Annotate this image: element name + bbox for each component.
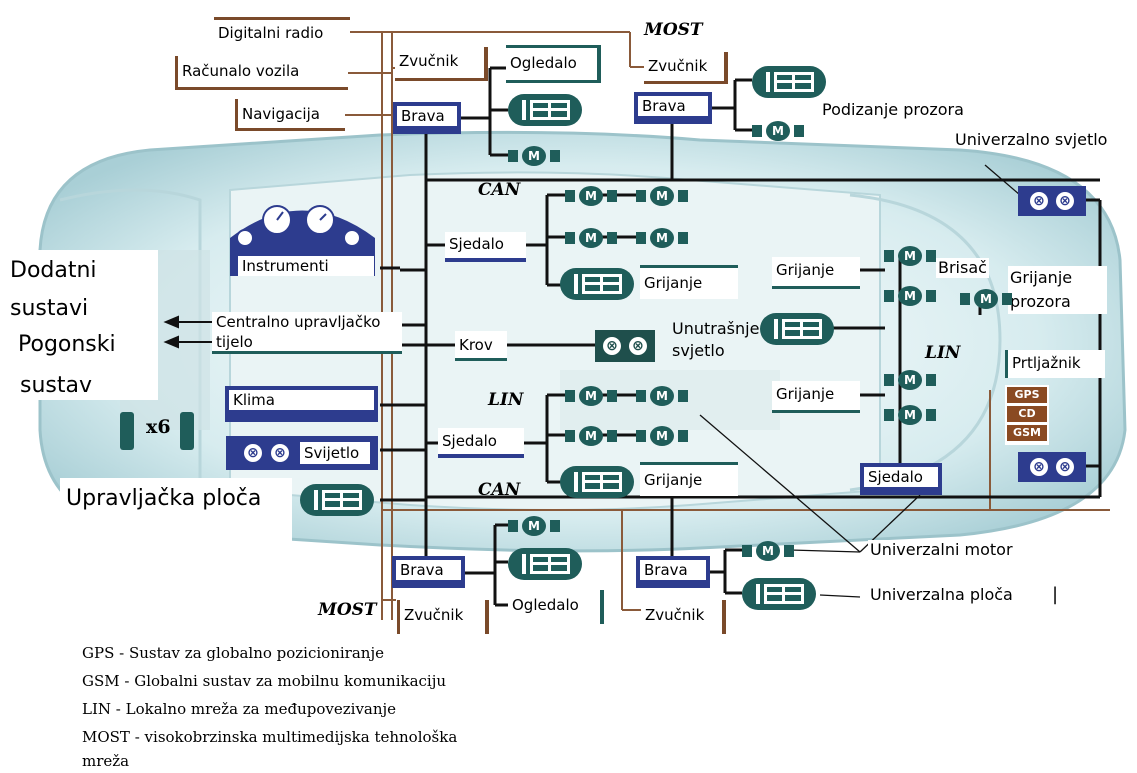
speaker-front-right-box: Zvučnik [644, 52, 728, 84]
lamp-icon: ⊗ [1056, 458, 1074, 476]
control-panel-icon [742, 578, 816, 610]
instruments-label: Instrumenti [238, 256, 374, 276]
powertrain-label: Pogonski [18, 332, 116, 357]
window-heating-label: Grijanje prozora [1008, 266, 1107, 314]
panel-label-backdrop [60, 478, 292, 548]
left-label-panel [0, 250, 158, 400]
gps-module: GPS [1007, 387, 1047, 403]
mirror-rear-box: Ogledalo [508, 590, 604, 624]
lamp-icon: ⊗ [629, 337, 647, 355]
rear-light-module [1018, 452, 1086, 482]
lamp-icon: ⊗ [1056, 192, 1074, 210]
motor-icon: M [884, 286, 936, 306]
motor-icon: M [636, 228, 688, 248]
digital-radio-box: Digitalni radio [214, 17, 350, 45]
universal-panel-label: Univerzalna ploča [868, 585, 1015, 605]
trunk-box: Prtljažnik [1005, 350, 1105, 378]
x6-label: x6 [146, 416, 171, 438]
heating-second-box: Grijanje [640, 462, 738, 496]
lock-front-left-box: Brava [393, 102, 461, 134]
legend-most-2: mreža [82, 752, 130, 770]
control-panel-icon [508, 94, 582, 126]
motor-icon: M [565, 228, 617, 248]
lock-rear-left-box: Brava [392, 556, 465, 588]
legend-gsm: GSM - Globalni sustav za mobilnu komunik… [82, 672, 447, 690]
universal-light-module [1018, 186, 1086, 216]
mirror-front-box: Ogledalo [506, 45, 601, 83]
seat-front-box: Sjedalo [445, 232, 526, 262]
motor-icon: M [636, 386, 688, 406]
legend-backdrop [0, 628, 630, 773]
universal-light-label: Univerzalno svjetlo [955, 130, 1108, 149]
injector-group [118, 408, 204, 456]
can-bus-label-top: CAN [478, 180, 521, 200]
speaker-rear-left-box: Zvučnik [397, 600, 489, 634]
motor-icon: M [636, 426, 688, 446]
climate-box: Klima [225, 386, 378, 422]
lamp-icon: ⊗ [271, 444, 289, 462]
additional-systems-label: Dodatni [10, 258, 97, 283]
wiper-label: Brisač [936, 258, 989, 278]
additional-systems-label-2: sustavi [10, 296, 89, 321]
universal-motor-label: Univerzalni motor [868, 540, 1015, 560]
window-lift-label: Podizanje prozora [822, 100, 964, 119]
heating-rear-box: Grijanje [772, 257, 860, 289]
cursor-mark: | [1052, 584, 1059, 605]
motor-icon: M [508, 516, 560, 536]
powertrain-label-2: sustav [20, 373, 92, 398]
lamp-icon: ⊗ [1030, 458, 1048, 476]
control-panel-icon [560, 466, 634, 498]
lin-bus-label-left: LIN [488, 390, 524, 410]
control-panel-icon [508, 548, 582, 580]
motor-icon: M [884, 246, 936, 266]
lamp-icon: ⊗ [244, 444, 262, 462]
control-panel-icon [760, 313, 834, 345]
navigation-box: Navigacija [235, 99, 345, 131]
control-panel-icon [752, 66, 826, 98]
lights-label: Svijetlo [300, 442, 370, 464]
most-bus-label-bottom: MOST [318, 600, 377, 620]
gsm-module: GSM [1007, 425, 1047, 441]
speaker-rear-right-box: Zvučnik [641, 600, 726, 634]
legend-lin: LIN - Lokalno mreža za međupovezivanje [82, 700, 397, 718]
speaker-front-left-box: Zvučnik [395, 47, 488, 81]
lock-rear-right-box: Brava [636, 556, 710, 588]
seat-second-box: Sjedalo [438, 428, 524, 458]
control-panel-icon [300, 484, 374, 516]
seat-rear-box: Sjedalo [860, 463, 942, 495]
central-body-control-box: Centralno upravljačko tijelo [212, 312, 402, 354]
heating-rear2-box: Grijanje [772, 381, 860, 413]
motor-icon: M [508, 146, 560, 166]
heating-front-box: Grijanje [640, 265, 738, 299]
can-bus-label-bottom: CAN [478, 480, 521, 500]
lamp-icon: ⊗ [1030, 192, 1048, 210]
legend-gps: GPS - Sustav za globalno pozicioniranje [82, 644, 384, 662]
motor-icon: M [742, 541, 794, 561]
control-panel-label: Upravljačka ploča [66, 486, 262, 511]
cd-module: CD [1007, 406, 1047, 422]
interior-light-label: Unutrašnje svjetlo [672, 319, 760, 360]
motor-icon: M [565, 386, 617, 406]
control-panel-icon [560, 268, 634, 300]
vehicle-computer-box: Računalo vozila [175, 56, 348, 90]
lamp-icon: ⊗ [603, 337, 621, 355]
motor-icon: M [636, 186, 688, 206]
legend-most: MOST - visokobrzinska multimedijska tehn… [82, 728, 458, 746]
motor-icon: M [752, 121, 804, 141]
motor-icon: M [884, 370, 936, 390]
most-bus-label-top: MOST [644, 20, 703, 40]
roof-box: Krov [455, 331, 507, 361]
motor-icon: M [960, 289, 1012, 309]
motor-icon: M [565, 426, 617, 446]
lin-bus-label-right: LIN [925, 343, 961, 363]
motor-icon: M [884, 405, 936, 425]
motor-icon: M [565, 186, 617, 206]
lock-front-right-box: Brava [634, 92, 712, 124]
